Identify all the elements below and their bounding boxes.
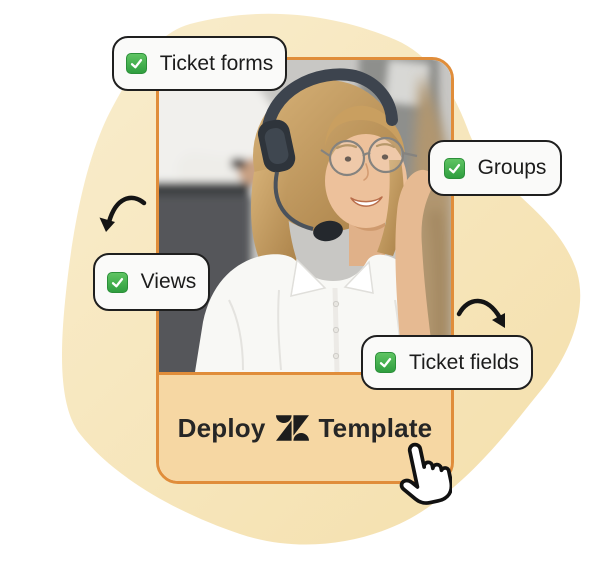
badge-label: Groups <box>477 156 547 179</box>
deploy-label-before: Deploy <box>177 412 266 443</box>
badge-label: Views <box>140 270 197 293</box>
badge-views[interactable]: Views <box>93 253 210 311</box>
badge-groups[interactable]: Groups <box>428 140 562 196</box>
badge-label: Ticket fields <box>408 350 520 374</box>
support-agent-photo <box>159 60 451 372</box>
green-checkbox-icon <box>443 157 465 179</box>
green-checkbox-icon <box>374 352 396 373</box>
green-checkbox-icon <box>125 53 147 74</box>
deploy-template-button[interactable]: Deploy Template <box>159 372 451 481</box>
badge-label: Ticket forms <box>159 51 274 75</box>
badge-ticket-forms[interactable]: Ticket forms <box>112 36 287 91</box>
green-checkbox-icon <box>106 271 128 293</box>
deploy-label-after: Template <box>318 412 433 443</box>
zendesk-logo-icon <box>275 415 309 441</box>
badge-ticket-fields[interactable]: Ticket fields <box>361 335 533 390</box>
